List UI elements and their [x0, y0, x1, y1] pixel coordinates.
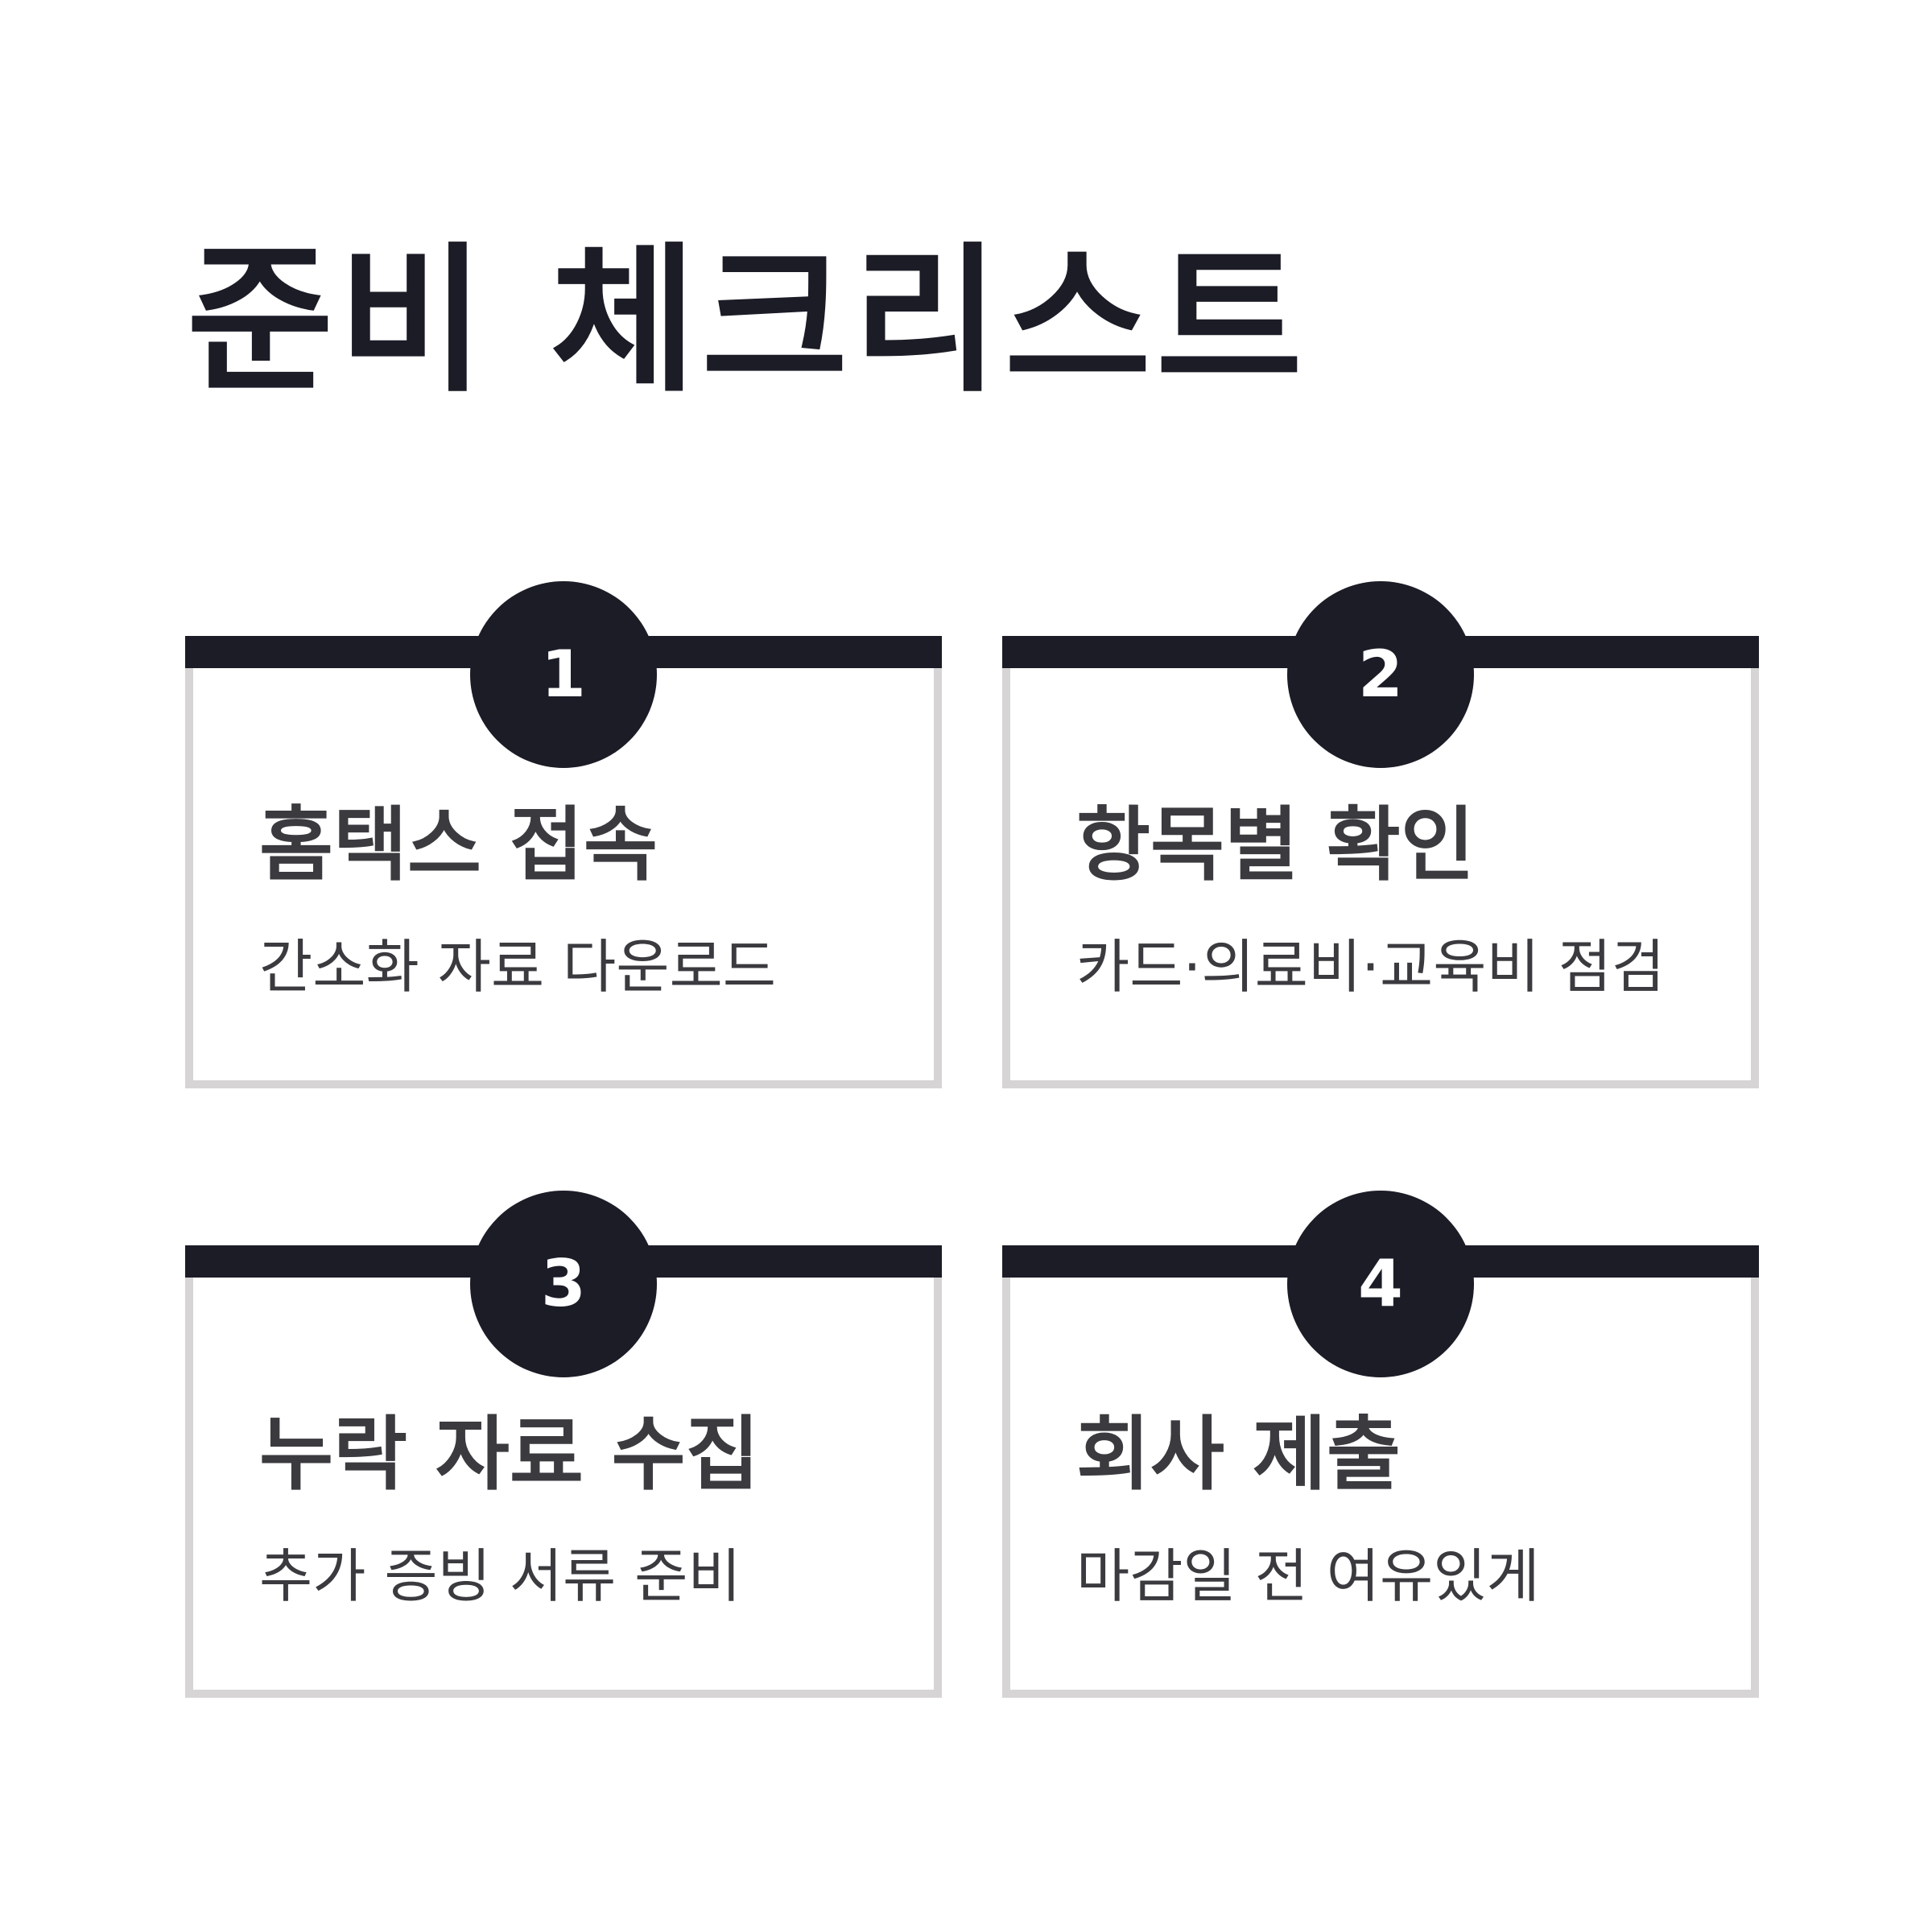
- step-description: 간소화 자료 다운로드: [259, 933, 776, 1001]
- step-description: 마감일 전 여유있게: [1076, 1542, 1540, 1610]
- step-card-4: 4 회사 제출 마감일 전 여유있게: [1002, 1191, 1759, 1698]
- step-number-badge: 1: [470, 581, 657, 768]
- step-title: 누락 자료 수집: [259, 1407, 760, 1501]
- page-title: 준비 체크리스트: [187, 228, 1308, 414]
- step-description: 추가 증빙 서류 준비: [259, 1542, 741, 1610]
- step-card-1: 1 홈택스 접속 간소화 자료 다운로드: [185, 581, 942, 1088]
- step-number-badge: 4: [1287, 1191, 1474, 1377]
- step-card-3: 3 누락 자료 수집 추가 증빙 서류 준비: [185, 1191, 942, 1698]
- step-title: 항목별 확인: [1076, 798, 1475, 892]
- step-number-badge: 2: [1287, 581, 1474, 768]
- step-number-badge: 3: [470, 1191, 657, 1377]
- step-card-2: 2 항목별 확인 카드·의료비·교육비 점검: [1002, 581, 1759, 1088]
- step-title: 회사 제출: [1076, 1407, 1401, 1501]
- step-title: 홈택스 접속: [259, 798, 658, 892]
- step-description: 카드·의료비·교육비 점검: [1076, 933, 1666, 1001]
